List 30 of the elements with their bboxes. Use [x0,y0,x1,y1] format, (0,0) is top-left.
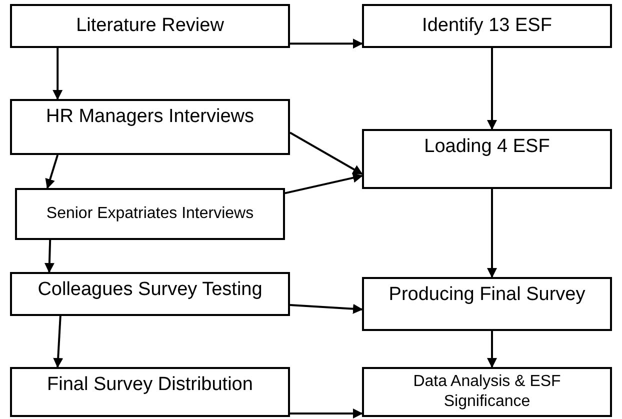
process-box [362,277,612,331]
arrow [290,132,363,175]
box-label: HR Managers Interviews [46,105,254,129]
arrow [290,408,363,418]
arrow [290,38,363,49]
process-box [10,4,290,48]
process-box [10,367,290,417]
box-label: Identify 13 ESF [422,14,552,38]
box-label: Loading 4 ESF [424,135,550,159]
arrow [487,189,497,278]
arrow [44,240,54,273]
process-box [362,367,612,417]
arrow [290,304,363,314]
box-label: Colleagues Survey Testing [38,278,262,302]
process-box [362,4,612,48]
box-label: Literature Review [76,14,224,38]
process-box [10,99,290,155]
arrow [487,331,497,368]
arrow [52,48,63,100]
box-label: Senior Expatriates Interviews [46,204,254,224]
process-box [10,272,290,316]
box-label: Final Survey Distribution [47,373,253,397]
box-label: Data Analysis & ESF Significance [412,372,562,412]
process-box [15,188,285,240]
arrow [45,154,59,189]
arrow [284,172,363,194]
box-label: Producing Final Survey [388,283,586,307]
arrow [487,48,497,130]
process-box [362,129,612,189]
arrow [53,316,64,368]
